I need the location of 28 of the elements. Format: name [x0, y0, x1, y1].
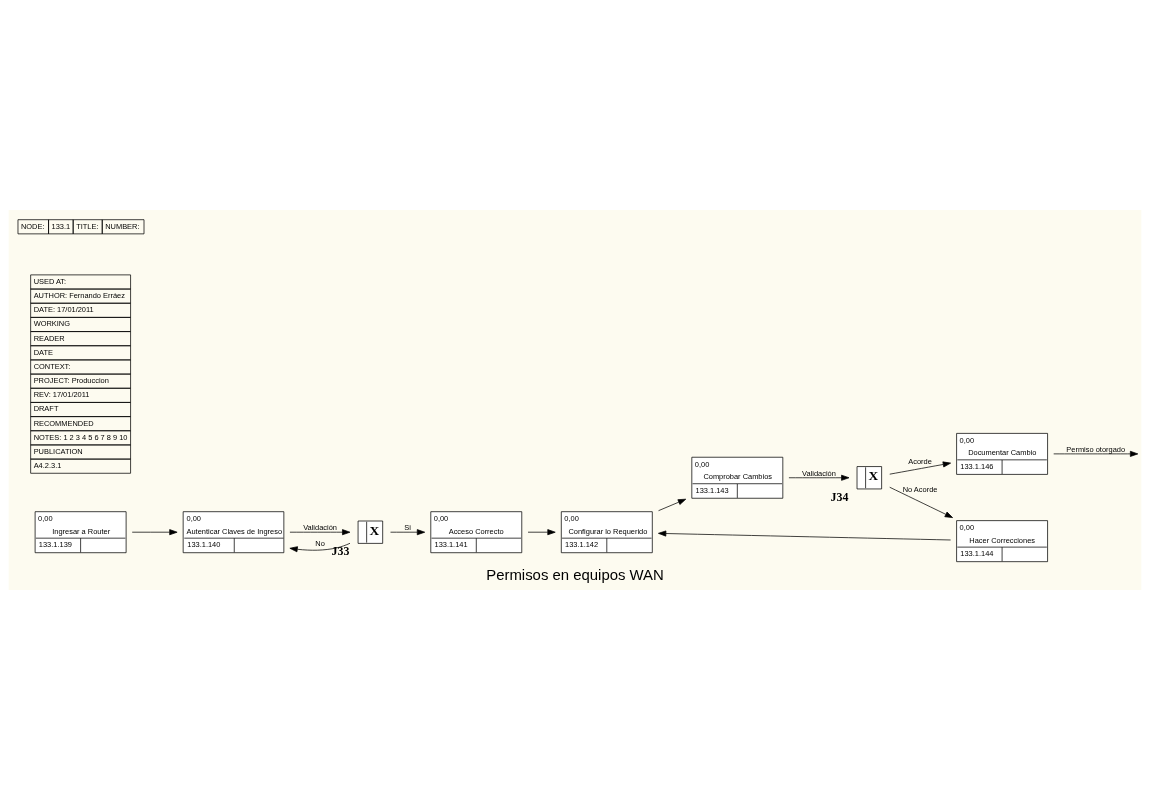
- label: WORKING: [33, 318, 71, 328]
- label: DRAFT: [33, 403, 59, 413]
- label: AUTHOR: Fernando Erráez: [33, 290, 125, 300]
- label: TITLE:: [76, 221, 99, 231]
- label: NODE:: [20, 221, 45, 231]
- label: NOTES: 1 2 3 4 5 6 7 8 9 10: [33, 432, 128, 442]
- diagram-title: Permisos en equipos WAN: [486, 566, 664, 583]
- edge-label: Validación: [802, 468, 836, 478]
- edge-label: No: [315, 538, 325, 548]
- node-label: J33: [331, 543, 350, 558]
- edge-label: Permiso otorgado: [1066, 444, 1126, 454]
- label: REV: 17/01/2011: [33, 389, 90, 399]
- label: RECOMMENDED: [33, 418, 94, 428]
- edge-label: No Acorde: [902, 484, 938, 494]
- label: A4.2.3.1: [33, 460, 62, 470]
- label: DATE: [33, 347, 53, 357]
- label: 133.1: [51, 221, 71, 231]
- edge-label: Validación: [303, 522, 337, 532]
- label: PUBLICATION: [33, 446, 83, 456]
- edge-label: Si: [404, 522, 411, 532]
- label: NUMBER:: [105, 221, 140, 231]
- label: READER: [33, 333, 65, 343]
- label: PROJECT: Produccion: [33, 375, 109, 385]
- label: CONTEXT:: [33, 361, 71, 371]
- edge-label: Acorde: [908, 456, 932, 466]
- label: USED AT:: [33, 276, 67, 286]
- node-label: J34: [830, 489, 849, 504]
- label: DATE: 17/01/2011: [33, 304, 94, 314]
